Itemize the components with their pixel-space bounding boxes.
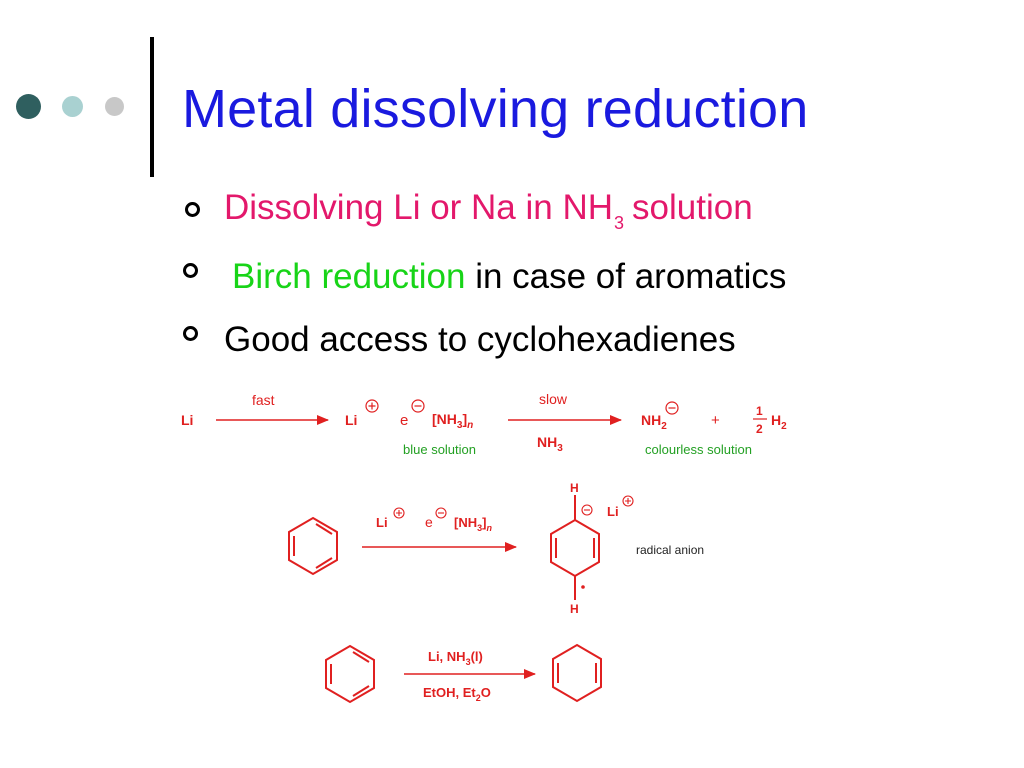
row1-half-num: 1 [756,404,763,418]
decor-dot-dark [16,94,41,119]
row1-ammonia-complex: [NH3]n [432,411,473,431]
row1-electron: e [400,412,408,429]
slide-title: Metal dissolving reduction [182,79,809,139]
row1-li-start: Li [181,412,193,428]
radical-anion-ring-icon [550,495,600,600]
benzene-ring-icon [325,644,375,704]
row1-slow-label: slow [539,391,568,407]
bullet-1-text: Dissolving Li or Na in NH3 solution [224,188,753,233]
row3-reagent-bottom: EtOH, Et2O [423,685,491,703]
row1-li-cation: Li [345,412,357,428]
negative-charge-icon [411,399,425,413]
negative-charge-icon [435,507,447,519]
bullet-3-text: Good access to cyclohexadienes [224,320,736,359]
benzene-ring-icon [288,516,338,576]
row1-colourless-solution: colourless solution [645,442,752,457]
decor-dot-teal [62,96,83,117]
negative-charge-icon [665,401,679,415]
row2-h-bottom: H [570,602,579,616]
positive-charge-icon [365,399,379,413]
cyclohexadiene-ring-icon [552,643,602,703]
bullet-marker-icon [183,263,198,278]
row2-electron: e [425,514,433,530]
row2-h-top: H [570,481,579,495]
bullet-2-highlight: Birch reduction [232,257,466,296]
row2-radical-anion: radical anion [636,543,704,557]
bullet-1-sub: 3 [614,213,625,233]
bullet-2-rest: in case of aromatics [475,257,787,296]
bullet-1-pre: Dissolving Li or Na in NH [224,188,614,227]
row1-fast-label: fast [252,392,275,408]
row1-plus: + [711,412,720,429]
row1-h2: H2 [771,412,787,432]
row1-half-den: 2 [756,422,763,436]
row2-complex: [NH3]n [454,515,492,533]
positive-charge-icon [622,495,634,507]
bullet-1-post: solution [632,188,753,227]
row2-li: Li [376,515,388,530]
bullet-marker-icon [185,202,200,217]
radical-dot-icon [581,585,585,589]
bullet-marker-icon [183,326,198,341]
row1-blue-solution: blue solution [403,442,476,457]
decor-dot-grey [105,97,124,116]
row1-amide: NH2 [641,412,667,432]
title-divider [150,37,154,177]
row3-reagent-top: Li, NH3(l) [428,649,483,667]
bullet-2-text: Birch reduction in case of aromatics [232,257,786,297]
positive-charge-icon [393,507,405,519]
row2-li-cation: Li [607,504,619,519]
negative-charge-icon [581,504,593,516]
row1-nh3-label: NH3 [537,434,563,454]
